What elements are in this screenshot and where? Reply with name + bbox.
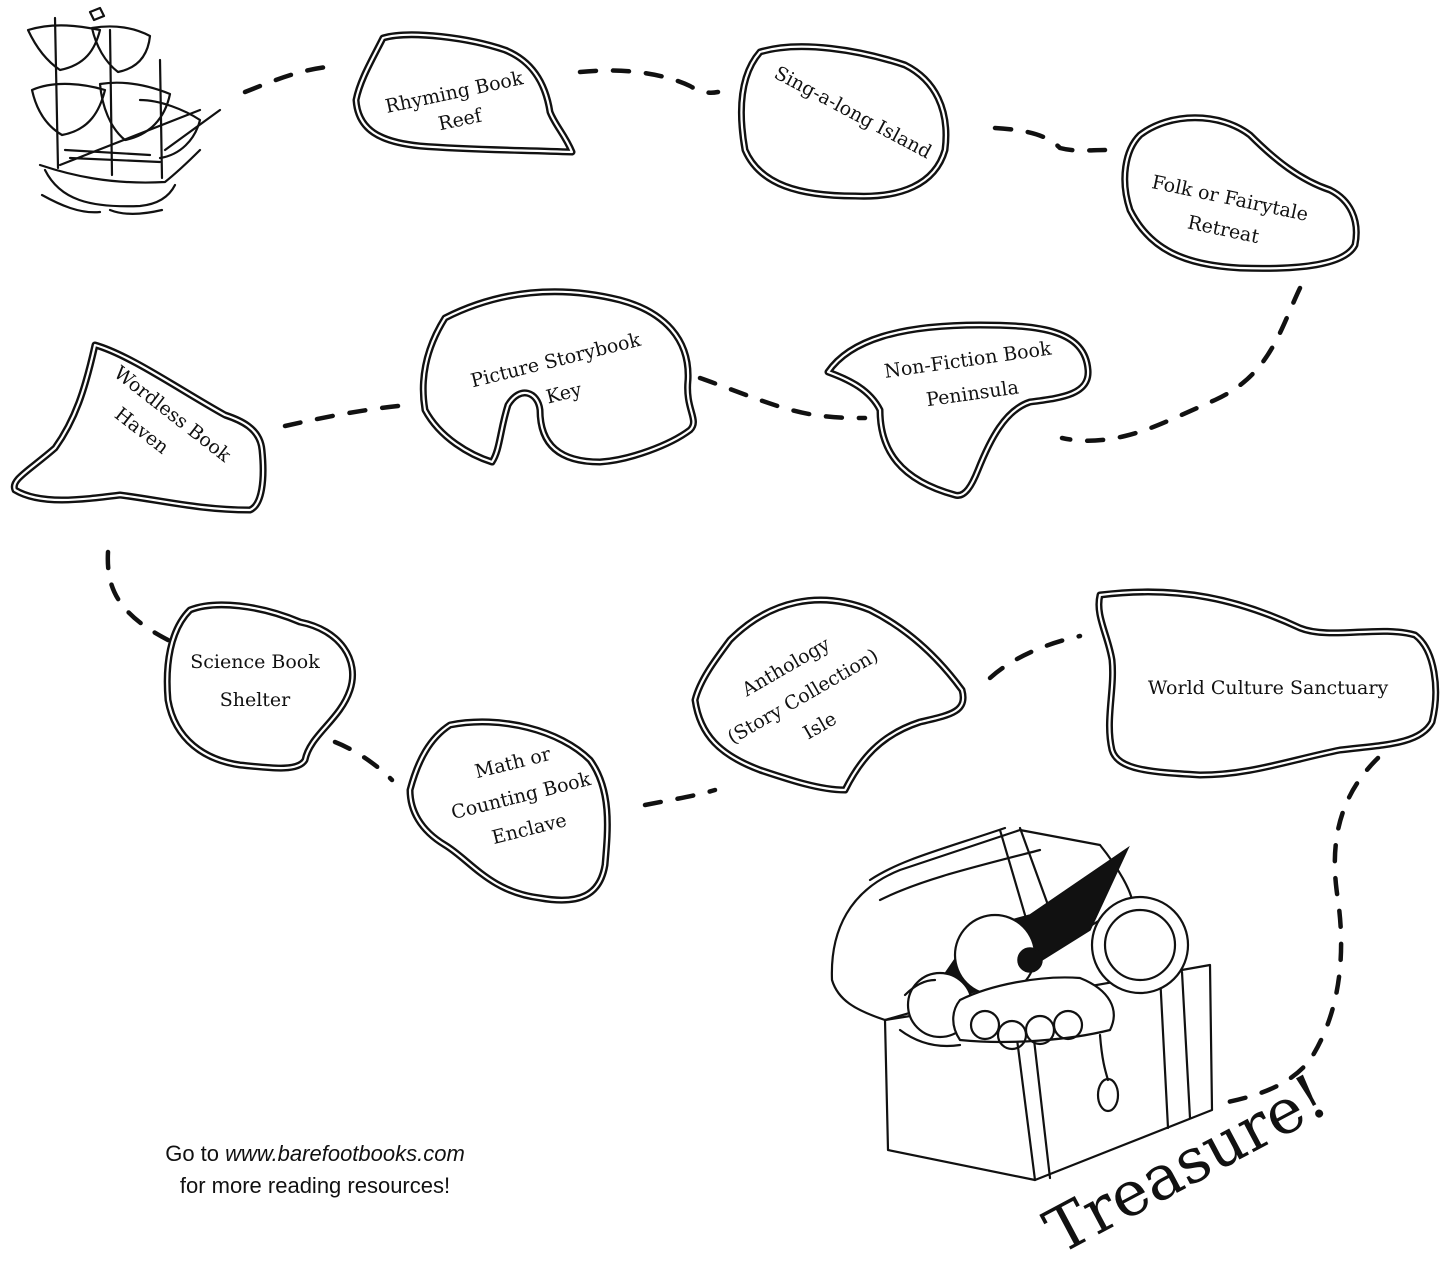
island-math: Math or Counting Book Enclave [406,718,611,904]
footer-line-2: for more reading resources! [179,1173,451,1198]
island-anthology: Anthology (Story Collection) Isle [691,596,967,794]
island-folk: Folk or Fairytale Retreat [1121,114,1360,272]
footer-note: Go to www.barefootbooks.com for more rea… [110,1138,520,1202]
treasure-chest-icon [830,826,1214,1182]
island-world: World Culture Sanctuary [1095,588,1440,779]
island-label-science-2: Shelter [220,689,291,711]
island-label-science-1: Science Book [190,651,320,673]
island-wordless: Wordless Book Haven [10,341,267,514]
website-link[interactable]: www.barefootbooks.com [225,1141,465,1166]
sailing-ship-icon [26,6,222,215]
island-singalong: Sing-a-long Island [737,43,950,200]
island-science: Science Book Shelter [163,601,357,772]
island-rhyming: Rhyming Book Reef [352,31,576,156]
island-label-world: World Culture Sanctuary [1148,677,1389,699]
journey-path [105,63,1381,1105]
footer-line-1: Go to www.barefootbooks.com [110,1138,520,1170]
footer-prefix: Go to [165,1141,226,1166]
island-picture: Picture Storybook Key [419,288,697,466]
island-nonfiction: Non-Fiction Book Peninsula [824,321,1092,499]
